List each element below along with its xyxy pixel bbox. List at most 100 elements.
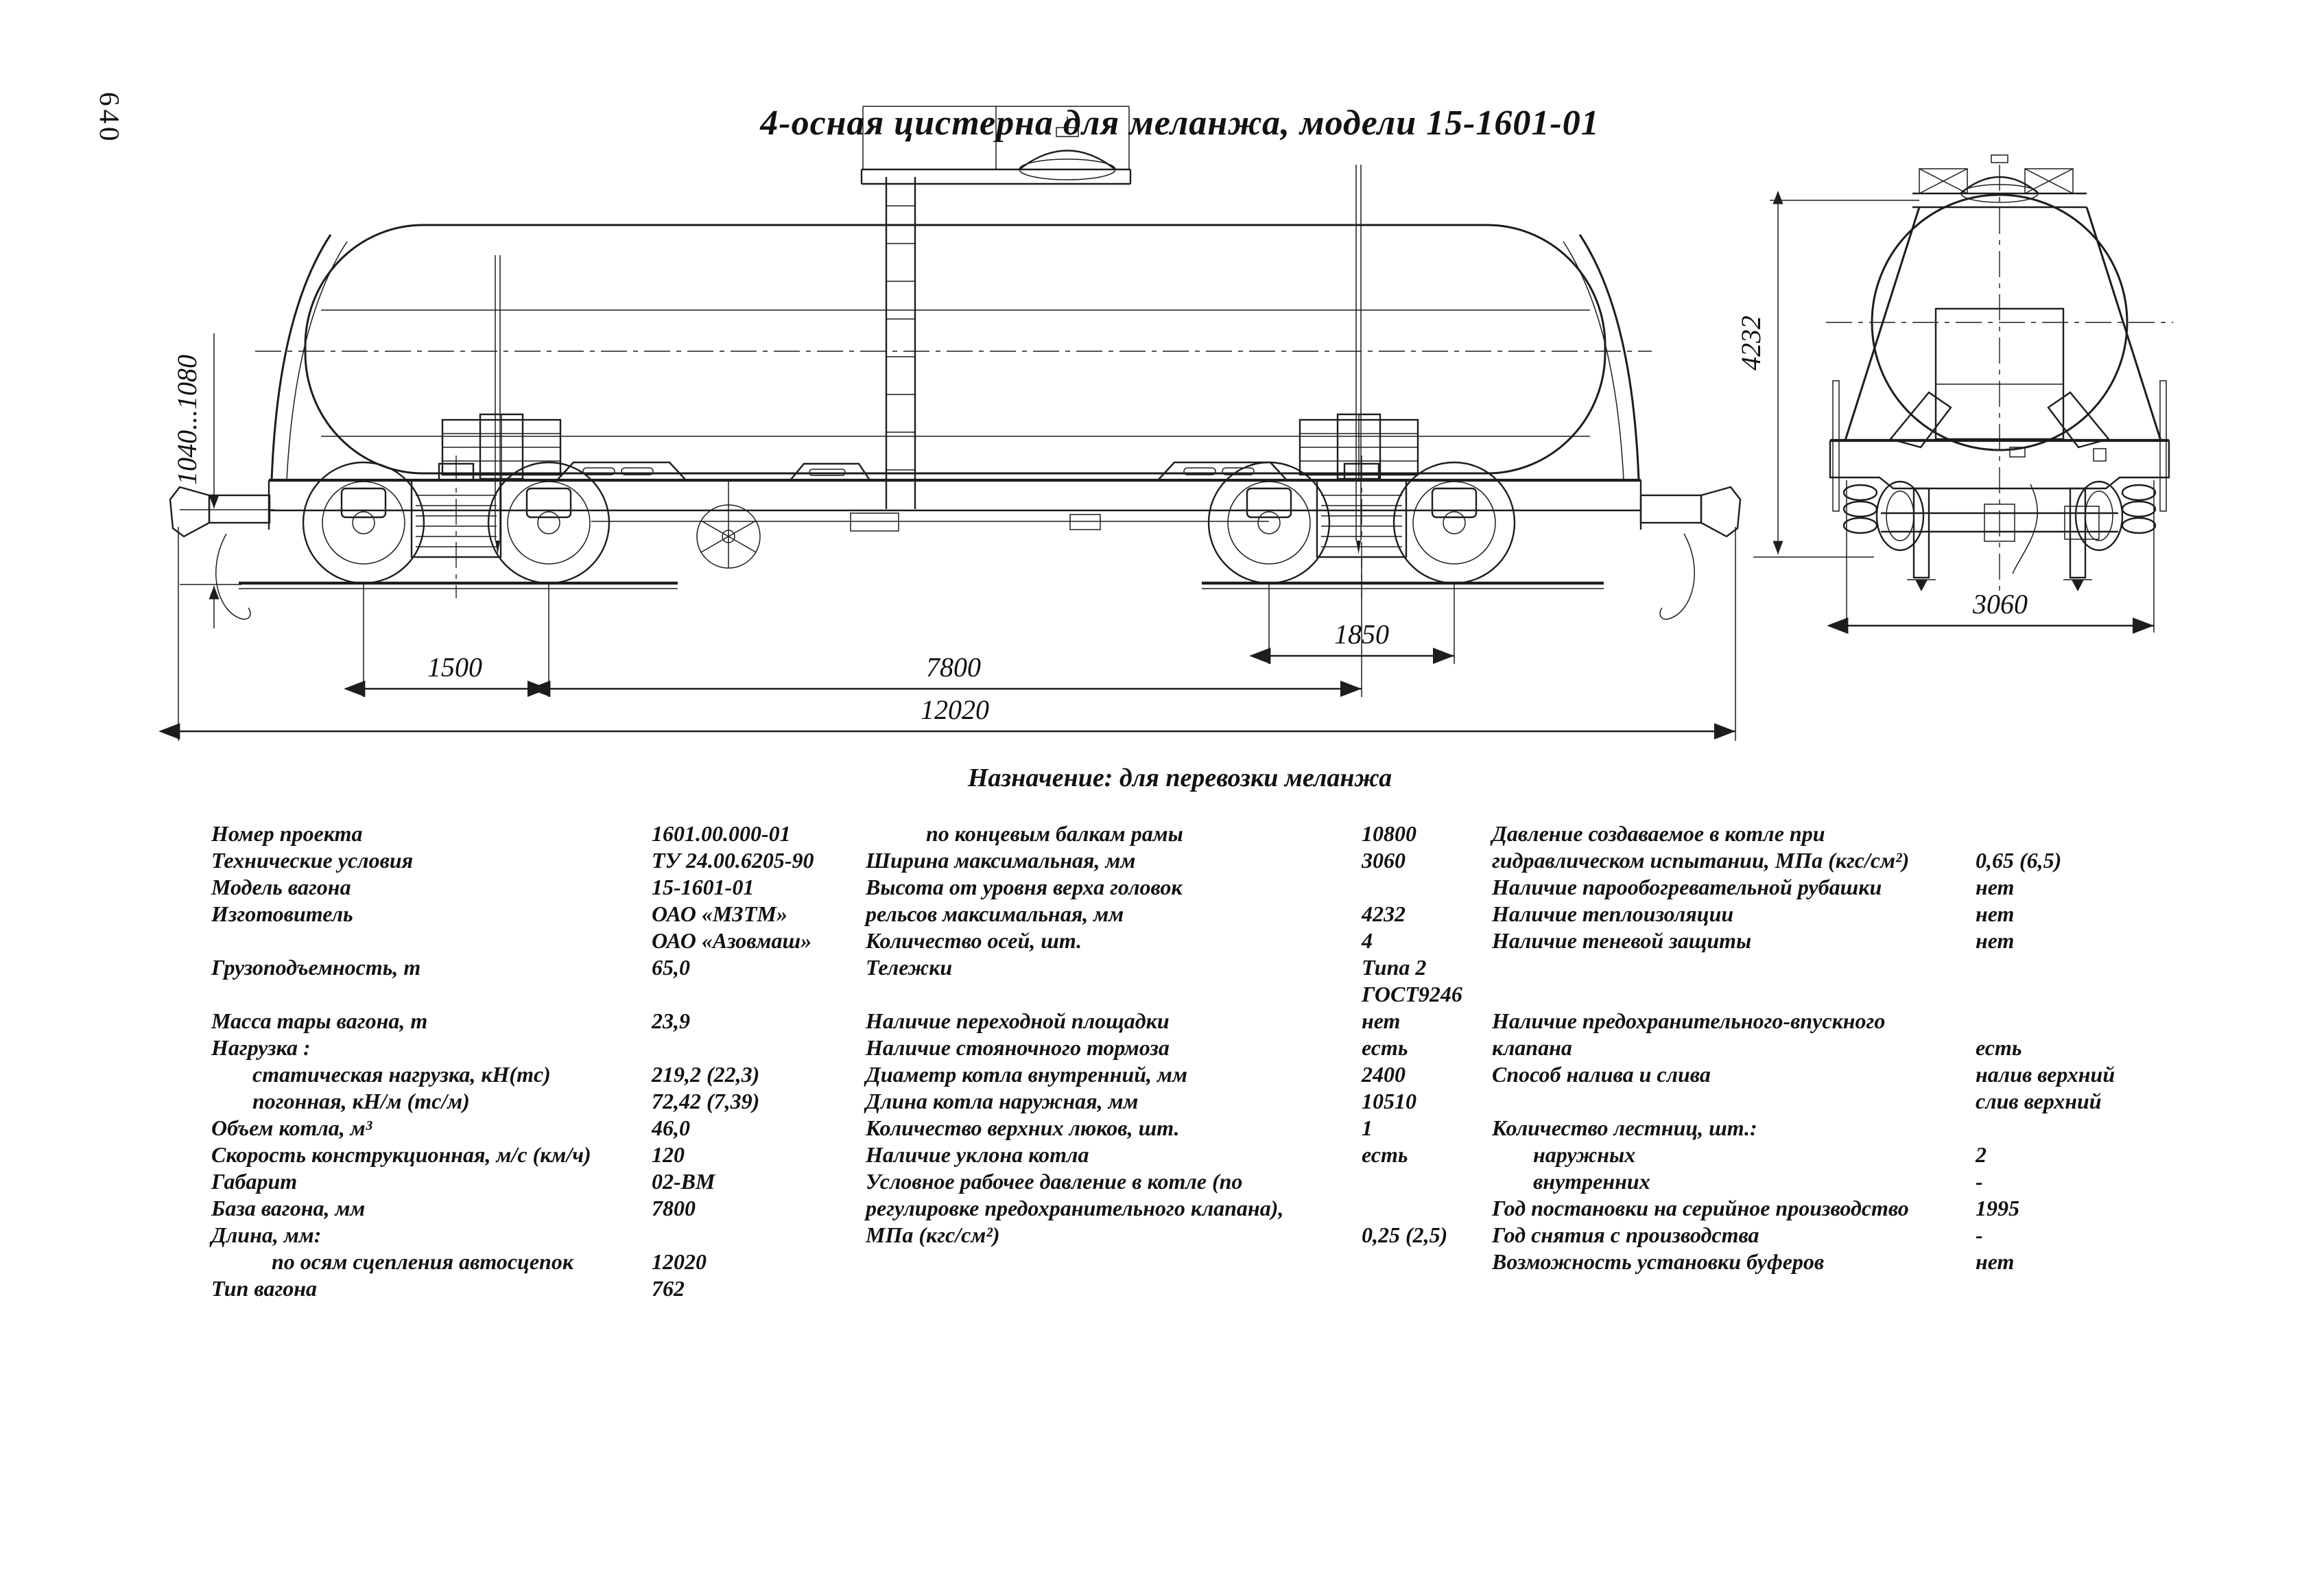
spec-row: внутренних-	[1492, 1168, 2246, 1195]
rails	[239, 581, 1604, 589]
spec-value: 10510	[1362, 1089, 1416, 1113]
spec-label: рельсов максимальная, мм	[866, 901, 1124, 926]
spec-value: 72,42 (7,39)	[652, 1089, 760, 1113]
spec-label: Условное рабочее давление в котле (по	[866, 1169, 1243, 1194]
spec-row: слив верхний	[1492, 1088, 2246, 1115]
dim-label-3060: 3060	[1972, 589, 2028, 619]
spec-label: погонная, кН/м (тс/м)	[252, 1089, 470, 1113]
spec-value: 3060	[1362, 848, 1406, 873]
coupler-right	[1639, 486, 1742, 620]
spec-value: 4	[1362, 928, 1373, 953]
spec-label: Наличие стояночного тормоза	[866, 1035, 1170, 1060]
vent-rod-right	[1355, 165, 1362, 554]
spec-value: нет	[1976, 901, 2015, 926]
spec-label: Длина котла наружная, мм	[866, 1089, 1139, 1113]
spec-row: Возможность установки буферов нет	[1492, 1249, 2246, 1275]
spec-label: по осям сцепления автосцепок	[272, 1249, 574, 1274]
spec-label: Наличие парообогревательной рубашки	[1492, 875, 1882, 899]
spec-row: по осям сцепления автосцепок 12020	[211, 1249, 853, 1275]
top-platform	[860, 106, 1132, 185]
dimension-4232: 4232	[1735, 191, 1919, 558]
spec-value: -	[1976, 1222, 1983, 1247]
spec-label: клапана	[1492, 1035, 1572, 1060]
spec-value: 12020	[652, 1249, 707, 1274]
spec-value: нет	[1362, 1008, 1401, 1033]
spec-row: Давление создаваемое в котле при	[1492, 820, 2246, 847]
extension-lines	[178, 456, 1736, 741]
coupler-left	[169, 486, 271, 620]
spec-value: 2400	[1362, 1062, 1406, 1087]
spec-label: Год снятия с производства	[1492, 1222, 1759, 1247]
spec-label: по концевым балкам рамы	[926, 821, 1183, 846]
spec-row: Год постановки на серийное производство 1…	[1492, 1195, 2246, 1222]
spec-row: Скорость конструкционная, м/с (км/ч)120	[211, 1142, 853, 1168]
spec-row	[211, 981, 853, 1008]
spec-row: Диаметр котла внутренний, мм 2400	[866, 1061, 1517, 1088]
end-frame	[1829, 438, 2170, 490]
dim-label-4232: 4232	[1735, 316, 1766, 370]
dimension-1850: 1850	[1249, 619, 1454, 664]
spec-row: Наличие переходной площадки нет	[866, 1008, 1517, 1035]
spec-row: Условное рабочее давление в котле (по	[866, 1168, 1517, 1195]
spec-value: есть	[1362, 1142, 1408, 1167]
side-view-drawing: 1500 7800 12020 1850 1040...1080	[158, 106, 1742, 741]
spec-value: 46,0	[652, 1115, 690, 1140]
spec-value: 762	[652, 1276, 685, 1301]
spec-row: Год снятия с производства -	[1492, 1222, 2246, 1249]
spec-value: нет	[1976, 1249, 2015, 1274]
dim-label-12020: 12020	[921, 694, 989, 725]
spec-label: регулировке предохранительного клапана),	[866, 1196, 1284, 1220]
spec-value: 15-1601-01	[652, 875, 755, 899]
spec-label: Год постановки на серийное производство	[1492, 1196, 1909, 1220]
spec-value: ОАО «МЗТМ»	[652, 901, 787, 926]
dim-label-coupler-height: 1040...1080	[171, 355, 202, 485]
dimension-3060: 3060	[1827, 480, 2155, 634]
spec-label: Количество лестниц, шт.:	[1492, 1115, 1757, 1140]
dim-label-1500: 1500	[427, 652, 482, 683]
spec-label: Количество осей, шт.	[866, 928, 1082, 953]
spec-value: 65,0	[652, 955, 690, 980]
purpose-line: Назначение: для перевозки меланжа	[967, 764, 1392, 792]
saddle-left	[441, 413, 562, 480]
spec-value: 1995	[1976, 1196, 2019, 1220]
spec-value: 1	[1362, 1115, 1373, 1140]
spec-label: Грузоподъемность, т	[211, 955, 421, 980]
spec-label: Возможность установки буферов	[1492, 1249, 1825, 1274]
spec-value: 120	[652, 1142, 685, 1167]
spec-row: Количество осей, шт. 4	[866, 928, 1517, 954]
spec-label: Нагрузка :	[211, 1035, 311, 1060]
spec-label: Номер проекта	[211, 821, 363, 846]
spec-value: 219,2 (22,3)	[652, 1062, 760, 1087]
spec-value: ОАО «Азовмаш»	[652, 928, 812, 953]
spec-label: внутренних	[1533, 1169, 1650, 1194]
spec-row: Наличие предохранительного-впускного	[1492, 1008, 2246, 1035]
saddle-right	[1299, 413, 1419, 480]
spec-row: клапана есть	[1492, 1035, 2246, 1061]
spec-row: Высота от уровня верха головок	[866, 874, 1517, 901]
spec-label: Наличие теневой защиты	[1492, 928, 1752, 953]
spec-label: Тип вагона	[211, 1276, 318, 1301]
spec-label: Диаметр котла внутренний, мм	[866, 1062, 1187, 1087]
spec-label: Объем котла, м³	[211, 1115, 372, 1140]
ladder	[885, 177, 916, 509]
tank-body	[304, 224, 1606, 475]
spec-value: есть	[1976, 1035, 2022, 1060]
spec-label: МПа (кгс/см²)	[866, 1222, 1000, 1247]
dim-label-1850: 1850	[1334, 619, 1389, 650]
spec-value: 02-ВМ	[652, 1169, 715, 1194]
spec-label: Наличие переходной площадки	[866, 1008, 1170, 1033]
vent-rod-left	[495, 255, 501, 554]
page-number: 640	[94, 92, 126, 145]
frame-brackets	[555, 461, 1289, 482]
end-braces	[1832, 206, 2167, 512]
